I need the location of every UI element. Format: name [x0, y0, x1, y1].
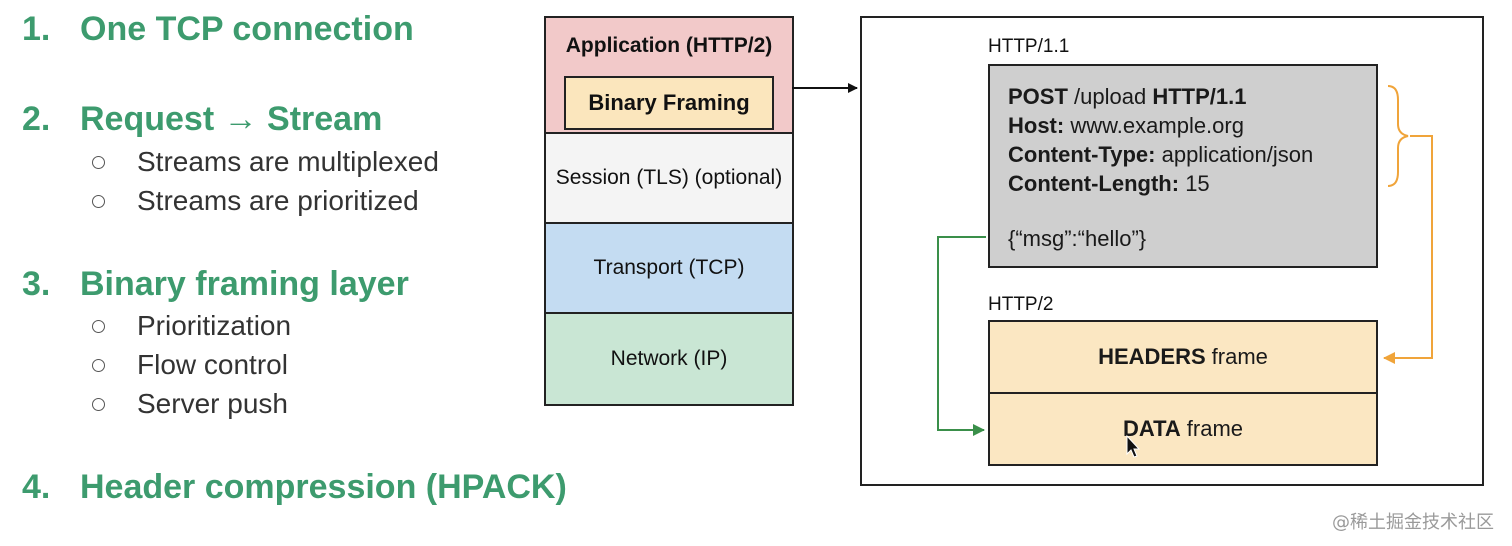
application-layer-label: Application (HTTP/2) — [565, 34, 773, 57]
outline-title: One TCP connection — [80, 10, 414, 48]
request-path: /upload — [1074, 84, 1147, 109]
application-layer: Application (HTTP/2) Binary Framing — [546, 18, 792, 134]
outline-bullet: Streams are multiplexed — [92, 146, 439, 178]
outline-title: Request → Stream — [80, 100, 383, 138]
header-host: Host: www.example.org — [1008, 111, 1376, 140]
transport-layer-label: Transport (TCP) — [593, 256, 745, 279]
bullet-text: Server push — [137, 388, 288, 419]
bullet-text: Prioritization — [137, 310, 292, 341]
header-key: Host: — [1008, 113, 1065, 138]
outline-bullet: Server push — [92, 388, 288, 420]
header-value: www.example.org — [1070, 113, 1244, 138]
request-body: {“msg”:“hello”} — [1008, 226, 1147, 251]
circle-bullet-icon — [92, 194, 105, 208]
circle-bullet-icon — [92, 155, 105, 169]
network-layer: Network (IP) — [546, 314, 792, 404]
header-content-type: Content-Type: application/json — [1008, 140, 1376, 169]
body-to-data-arrow — [937, 236, 986, 436]
outline-number: 2. — [22, 100, 51, 138]
outline-bullet: Prioritization — [92, 310, 291, 342]
circle-bullet-icon — [92, 319, 105, 333]
frame-suffix: frame — [1186, 416, 1244, 441]
outline-heading-1: 1. One TCP connection — [22, 10, 414, 49]
bullet-text: Streams are prioritized — [137, 185, 419, 216]
data-frame: DATA frame — [988, 392, 1378, 466]
request-version: HTTP/1.1 — [1152, 84, 1247, 109]
headers-frame: HEADERS frame — [988, 320, 1378, 394]
outline: 1. One TCP connection 2. Request → Strea… — [22, 0, 567, 546]
header-key: Content-Length: — [1008, 171, 1180, 196]
outline-heading-4: 4. Header compression (HPACK) — [22, 468, 567, 507]
session-layer: Session (TLS) (optional) — [546, 134, 792, 224]
request-method: POST — [1008, 84, 1068, 109]
outline-title: Header compression (HPACK) — [80, 468, 567, 506]
transport-layer: Transport (TCP) — [546, 224, 792, 314]
outline-heading-2: 2. Request → Stream — [22, 100, 382, 139]
frame-type: DATA — [1122, 416, 1181, 441]
protocol-stack: Application (HTTP/2) Binary Framing Sess… — [544, 16, 794, 406]
outline-heading-3: 3. Binary framing layer — [22, 265, 409, 304]
frame-type: HEADERS — [1098, 344, 1206, 369]
header-value: application/json — [1161, 142, 1314, 167]
headers-brace-icon — [1387, 85, 1409, 187]
headers-to-frame-arrow — [1383, 135, 1433, 364]
http2-label: HTTP/2 — [988, 294, 1054, 315]
header-value: 15 — [1185, 171, 1210, 196]
bullet-text: Streams are multiplexed — [137, 146, 439, 177]
outline-title: Binary framing layer — [80, 265, 409, 303]
header-content-length: Content-Length: 15 — [1008, 169, 1376, 198]
circle-bullet-icon — [92, 358, 105, 372]
network-layer-label: Network (IP) — [610, 347, 728, 370]
outline-bullet: Flow control — [92, 349, 288, 381]
circle-bullet-icon — [92, 397, 105, 411]
outline-number: 1. — [22, 10, 51, 48]
header-key: Content-Type: — [1008, 142, 1156, 167]
binary-framing-layer: Binary Framing — [564, 76, 774, 130]
mouse-cursor-icon — [1126, 434, 1141, 458]
bullet-text: Flow control — [137, 349, 288, 380]
http11-request-box: POST /upload HTTP/1.1 Host: www.example.… — [988, 64, 1378, 268]
watermark: @稀土掘金技术社区 — [1332, 512, 1494, 533]
outline-number: 3. — [22, 265, 51, 303]
session-layer-label: Session (TLS) (optional) — [555, 166, 783, 189]
http11-label: HTTP/1.1 — [988, 36, 1070, 57]
outline-number: 4. — [22, 468, 51, 506]
frame-suffix: frame — [1211, 344, 1268, 369]
outline-bullet: Streams are prioritized — [92, 185, 419, 217]
binary-framing-label: Binary Framing — [588, 90, 750, 115]
request-line: POST /upload HTTP/1.1 — [1008, 82, 1376, 111]
